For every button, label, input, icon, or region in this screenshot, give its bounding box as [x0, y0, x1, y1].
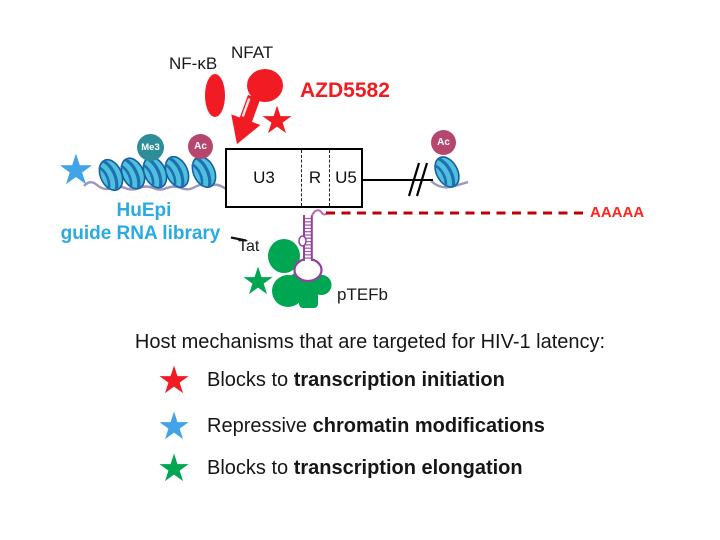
nfat-label: NFAT	[231, 43, 274, 62]
tar-hairpin	[293, 209, 329, 283]
diagram-art	[83, 94, 585, 308]
huepi-label-line2: guide RNA library	[60, 223, 221, 244]
legend-item-text: Blocks to transcription initiation	[207, 369, 505, 392]
ltr-divider	[301, 150, 302, 206]
label-leader-line	[230, 236, 247, 242]
azd5582-label: AZD5582	[300, 79, 390, 102]
legend-item-prefix: Repressive	[207, 415, 313, 437]
tat-label: Tat	[238, 238, 260, 255]
nfkb-label: NF-κB	[169, 54, 218, 73]
legend-title: Host mechanisms that are targeted for HI…	[134, 331, 606, 353]
legend-item-text: Blocks to transcription elongation	[207, 457, 523, 480]
dna-strand-left	[83, 181, 227, 191]
ac-badge-right: Ac	[431, 130, 456, 155]
legend-blue-star-icon: ★	[156, 405, 192, 448]
nfat-protein-oval	[247, 69, 283, 102]
ptefb-label: pTEFb	[337, 285, 389, 304]
genome-line	[363, 162, 433, 197]
red-arrow	[231, 94, 261, 145]
green-star-icon: ★	[240, 261, 276, 303]
legend-item-bold: transcription elongation	[293, 457, 523, 479]
polya-label: AAAAA	[590, 204, 645, 221]
ltr-box: U3 R U5	[225, 148, 363, 208]
blue-star-icon: ★	[57, 146, 95, 193]
legend-item-prefix: Blocks to	[207, 457, 294, 479]
legend-green-star-icon: ★	[156, 447, 192, 490]
legend-item-text: Repressive chromatin modifications	[207, 415, 545, 438]
ltr-divider	[329, 150, 330, 206]
nucleosome	[159, 151, 195, 193]
legend-item: ★ Repressive chromatin modifications	[156, 405, 545, 448]
legend-item-bold: transcription initiation	[293, 369, 505, 391]
legend-red-star-icon: ★	[156, 359, 192, 402]
u5-label: U5	[335, 168, 357, 187]
genome-break-marks	[415, 162, 429, 197]
red-star-icon: ★	[259, 100, 295, 142]
u3-label: U3	[253, 168, 275, 187]
me3-badge: Me3	[137, 134, 164, 161]
legend-item-bold: chromatin modifications	[312, 415, 545, 437]
nfkb-protein-oval	[205, 74, 225, 117]
r-label: R	[308, 168, 322, 187]
ac-badge-left: Ac	[188, 134, 213, 159]
genome-break-marks	[407, 162, 421, 197]
legend-item-prefix: Blocks to	[207, 369, 294, 391]
legend-item: ★ Blocks to transcription elongation	[156, 447, 523, 490]
legend-item: ★ Blocks to transcription initiation	[156, 359, 505, 402]
huepi-label-line1: HuEpi	[116, 200, 172, 221]
